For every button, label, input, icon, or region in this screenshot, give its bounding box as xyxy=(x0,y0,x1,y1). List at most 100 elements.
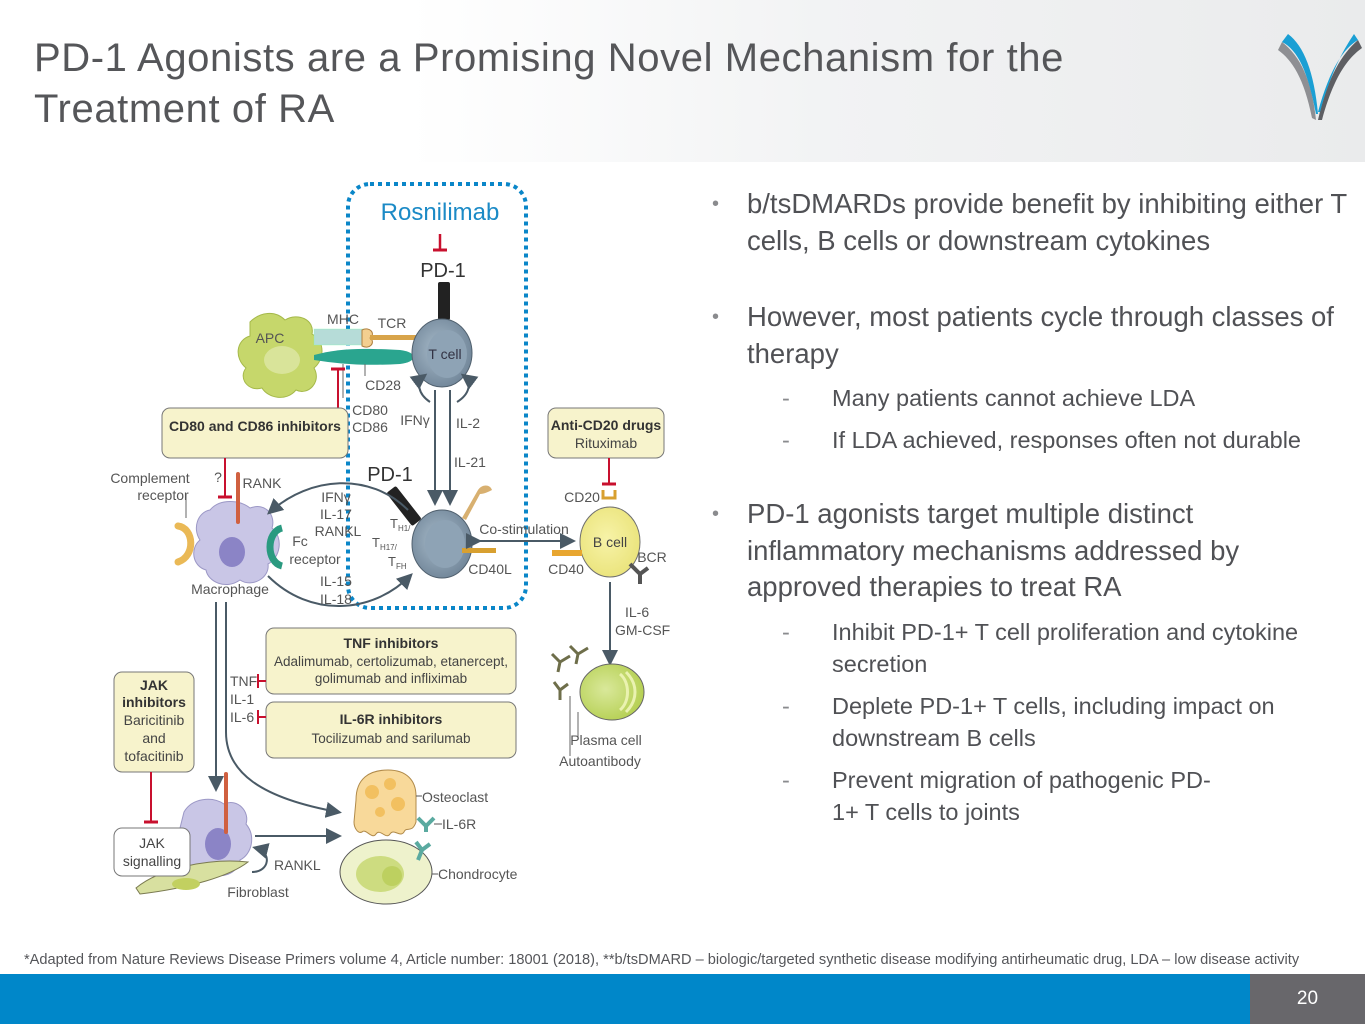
fc-receptor-label-2: receptor xyxy=(289,551,341,567)
fibroblast-nucleus xyxy=(172,878,200,890)
jak-inhibitors-title-1: JAK xyxy=(140,677,168,693)
ra-mechanism-diagram: Rosnilimab PD-1 APC MHC TCR CD28 CD80 CD… xyxy=(100,172,680,912)
il6r-inhibitors-box xyxy=(265,701,517,759)
slide-header: PD-1 Agonists are a Promising Novel Mech… xyxy=(0,0,1365,162)
tnf-inhibitors-drugs-2: golimumab and infliximab xyxy=(315,671,467,686)
apc-nucleus xyxy=(264,346,300,374)
b-cell-label: B cell xyxy=(593,534,627,550)
autoantibody-icons xyxy=(550,644,589,700)
inhibit-symbol xyxy=(433,234,447,252)
il6r-inhibitors-title: IL-6R inhibitors xyxy=(340,711,443,727)
tnf-label: TNF xyxy=(230,673,257,689)
plasma-cell-label: Plasma cell xyxy=(570,732,642,748)
bullet-item: • However, most patients cycle through c… xyxy=(712,299,1352,456)
effector-t-cell-nucleus xyxy=(425,520,465,568)
macrophage-label: Macrophage xyxy=(191,581,269,597)
sub-bullet-item: - Deplete PD-1+ T cells, including impac… xyxy=(747,690,1352,754)
fc-receptor xyxy=(266,524,284,570)
il6-label: IL-6 xyxy=(625,604,649,620)
footnote: *Adapted from Nature Reviews Disease Pri… xyxy=(24,952,1300,968)
footer-bar xyxy=(0,974,1250,1024)
fibroblast-label: Fibroblast xyxy=(227,884,289,900)
anti-cd20-title: Anti-CD20 drugs xyxy=(551,417,662,433)
osteoclast-vacuole xyxy=(375,807,385,817)
cd28-label: CD28 xyxy=(365,377,401,393)
sub-bullet-text: Many patients cannot achieve LDA xyxy=(832,385,1196,411)
bullet-text: PD-1 agonists target multiple distinct i… xyxy=(747,498,1240,602)
cd40l-molecule xyxy=(462,548,496,553)
osteoclast-vacuole xyxy=(365,785,379,799)
pd1-label-mid: PD-1 xyxy=(367,464,413,486)
t-cell-label: T cell xyxy=(428,346,461,362)
cytokine-from-mac-2: IL-18 xyxy=(320,591,352,607)
il6r-receptor xyxy=(416,816,436,832)
bcr-molecule xyxy=(628,562,650,584)
osteoclast-vacuole xyxy=(384,778,396,790)
cytokine-from-mac-1: IL-15 xyxy=(320,573,352,589)
tnf-inhibit-symbol xyxy=(257,674,266,688)
chondrocyte-il6r xyxy=(414,840,432,861)
sub-bullet-item: - Inhibit PD-1+ T cell proliferation and… xyxy=(747,616,1352,680)
tcr-label: TCR xyxy=(378,315,407,331)
il21-label: IL-21 xyxy=(454,454,486,470)
bullet-item: • PD-1 agonists target multiple distinct… xyxy=(712,496,1352,828)
il6r-label: IL-6R xyxy=(442,816,476,832)
tnf-inhibitors-drugs-1: Adalimumab, certolizumab, etanercept, xyxy=(274,654,508,669)
complement-receptor-label-1: Complement xyxy=(110,470,189,486)
bullet-dot-icon: • xyxy=(712,503,720,525)
cd40l-label: CD40L xyxy=(468,561,512,577)
il6-cytokine-label: IL-6 xyxy=(230,709,254,725)
macrophage-nucleus xyxy=(219,537,245,567)
bcr-label: BCR xyxy=(637,549,667,565)
slide-title: PD-1 Agonists are a Promising Novel Mech… xyxy=(34,36,1065,131)
il1-label: IL-1 xyxy=(230,691,254,707)
plasma-cell-er xyxy=(618,670,637,714)
dash-icon: - xyxy=(782,618,790,645)
autoantibody-label: Autoantibody xyxy=(559,753,641,769)
cytokine-to-mac-1: IFNγ xyxy=(321,489,351,505)
bullet-item: • b/tsDMARDs provide benefit by inhibiti… xyxy=(712,186,1352,259)
sub-bullet-item: - Many patients cannot achieve LDA xyxy=(747,382,1352,414)
il6r-inhibitors-drugs: Tocilizumab and sarilumab xyxy=(311,731,470,746)
sub-bullet-text: Deplete PD-1+ T cells, including impact … xyxy=(832,692,1275,751)
il6-inhibit-symbol xyxy=(257,710,266,724)
jak-drug-3: tofacitinib xyxy=(124,748,183,764)
mhc-molecule xyxy=(313,328,365,346)
sub-bullet-item: - Prevent migration of pathogenic PD-1+ … xyxy=(747,764,1222,828)
cd40-label: CD40 xyxy=(548,561,584,577)
jak-drug-1: Baricitinib xyxy=(124,712,185,728)
osteoclast-vacuole xyxy=(391,797,405,811)
t-cell-nucleus xyxy=(427,330,467,378)
jak-inhibitors-box xyxy=(113,671,195,773)
pd1-label-top: PD-1 xyxy=(420,260,466,282)
dash-icon: - xyxy=(782,385,790,411)
th-label-1: TH1/ xyxy=(390,516,411,533)
apc-label: APC xyxy=(256,330,285,346)
rosnilimab-target-box xyxy=(346,182,528,610)
company-logo-icon xyxy=(1278,34,1362,120)
jak-signalling-label-1: JAK xyxy=(139,835,165,851)
jak-drug-2: and xyxy=(142,730,165,746)
jak-inhibitors-title-2: inhibitors xyxy=(122,694,186,710)
cd80-cd86-inhibitors-label: CD80 and CD86 inhibitors xyxy=(169,418,341,434)
bullet-text: b/tsDMARDs provide benefit by inhibiting… xyxy=(747,188,1347,256)
dash-icon: - xyxy=(782,766,790,793)
cd80-cd86-inhibitors-box xyxy=(161,407,349,459)
anti-cd20-drug: Rituximab xyxy=(575,435,637,451)
bullet-list: • b/tsDMARDs provide benefit by inhibiti… xyxy=(712,186,1352,868)
il2-autocrine-arrow xyxy=(456,373,479,403)
sub-bullet-text: Inhibit PD-1+ T cell proliferation and c… xyxy=(832,618,1299,677)
cd20-label: CD20 xyxy=(564,489,600,505)
gmcsf-label: GM-CSF xyxy=(615,622,670,638)
jak-signalling-box xyxy=(113,827,191,877)
rankl-label: RANKL xyxy=(274,857,321,873)
ifng-autocrine-arrow xyxy=(409,373,431,403)
effector-receptor xyxy=(462,485,492,520)
dash-icon: - xyxy=(782,427,790,453)
chondrocyte-nucleolus xyxy=(382,866,402,886)
th-label-3: TFH xyxy=(388,554,407,571)
ifng-label: IFNγ xyxy=(400,412,430,428)
macrophage-to-tcell-arrow xyxy=(267,573,413,607)
cd80-label: CD80 xyxy=(352,402,388,418)
rankl-loop-arrow xyxy=(251,843,270,873)
